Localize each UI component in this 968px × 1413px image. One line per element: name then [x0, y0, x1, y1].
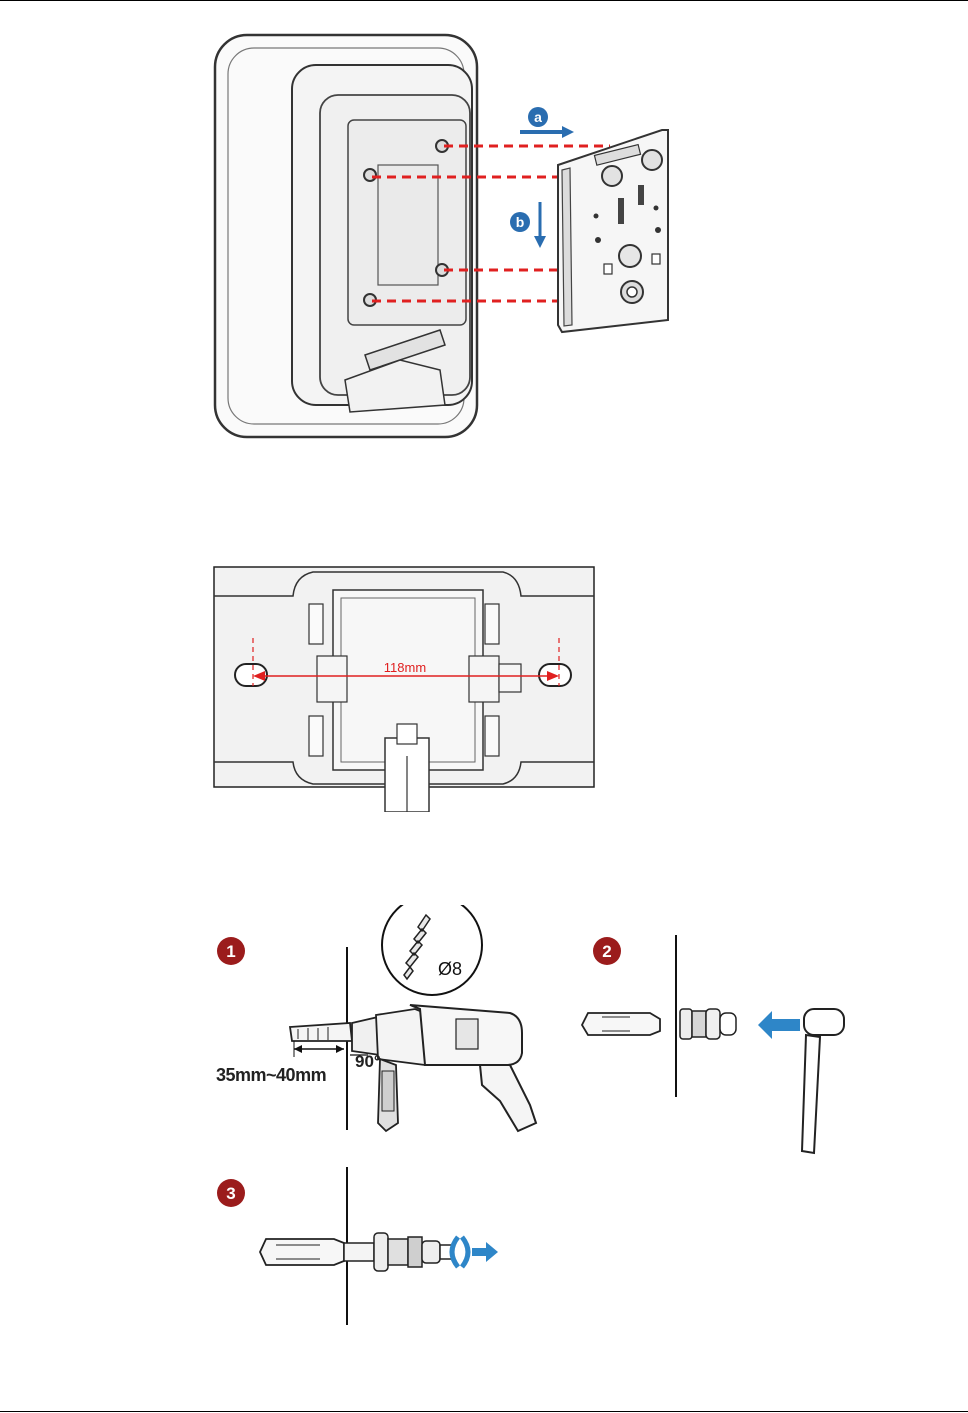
step-2-badge: 2 — [593, 937, 621, 965]
step-1-badge: 1 — [217, 937, 245, 965]
step-1-label: 1 — [226, 942, 235, 961]
mounting-bracket — [558, 130, 668, 332]
right-clip-lower — [485, 716, 499, 756]
rail-left — [317, 656, 347, 702]
bottom-rule — [0, 1411, 968, 1412]
drill-icon — [290, 1005, 536, 1131]
top-rule — [0, 0, 968, 1]
step-3-badge: 3 — [217, 1179, 245, 1207]
figure-drilling-steps: 1 Ø8 35mm~40mm 90° 2 — [210, 905, 850, 1330]
ap-label-area — [378, 165, 438, 285]
figure-ap-bracket: a b — [200, 20, 700, 450]
step-b-label: b — [516, 214, 525, 230]
step-b-marker: b — [510, 202, 546, 248]
rail-right — [469, 656, 499, 702]
push-arrow-icon — [758, 1011, 800, 1039]
bit-diameter-label: Ø8 — [438, 959, 462, 979]
step-a-label: a — [534, 109, 542, 125]
anchor-bolt-icon — [582, 1009, 736, 1039]
step-2-label: 2 — [602, 942, 611, 961]
stem-top — [397, 724, 417, 744]
anchor-bolt-installed-icon — [260, 1233, 452, 1271]
left-clip — [309, 604, 323, 644]
hammer-icon — [802, 1009, 844, 1153]
ap-screw-icon — [364, 169, 376, 181]
rail-right-ext — [499, 664, 521, 692]
rotate-arrow-icon — [452, 1237, 498, 1267]
left-clip-lower — [309, 716, 323, 756]
figure-hole-spacing: 118mm — [213, 566, 595, 812]
right-clip — [485, 604, 499, 644]
depth-label: 35mm~40mm — [216, 1065, 326, 1085]
dimension-label: 118mm — [384, 660, 426, 675]
step-a-marker: a — [520, 107, 574, 138]
step-3-label: 3 — [226, 1184, 235, 1203]
drill-bit-detail: Ø8 — [382, 905, 482, 995]
